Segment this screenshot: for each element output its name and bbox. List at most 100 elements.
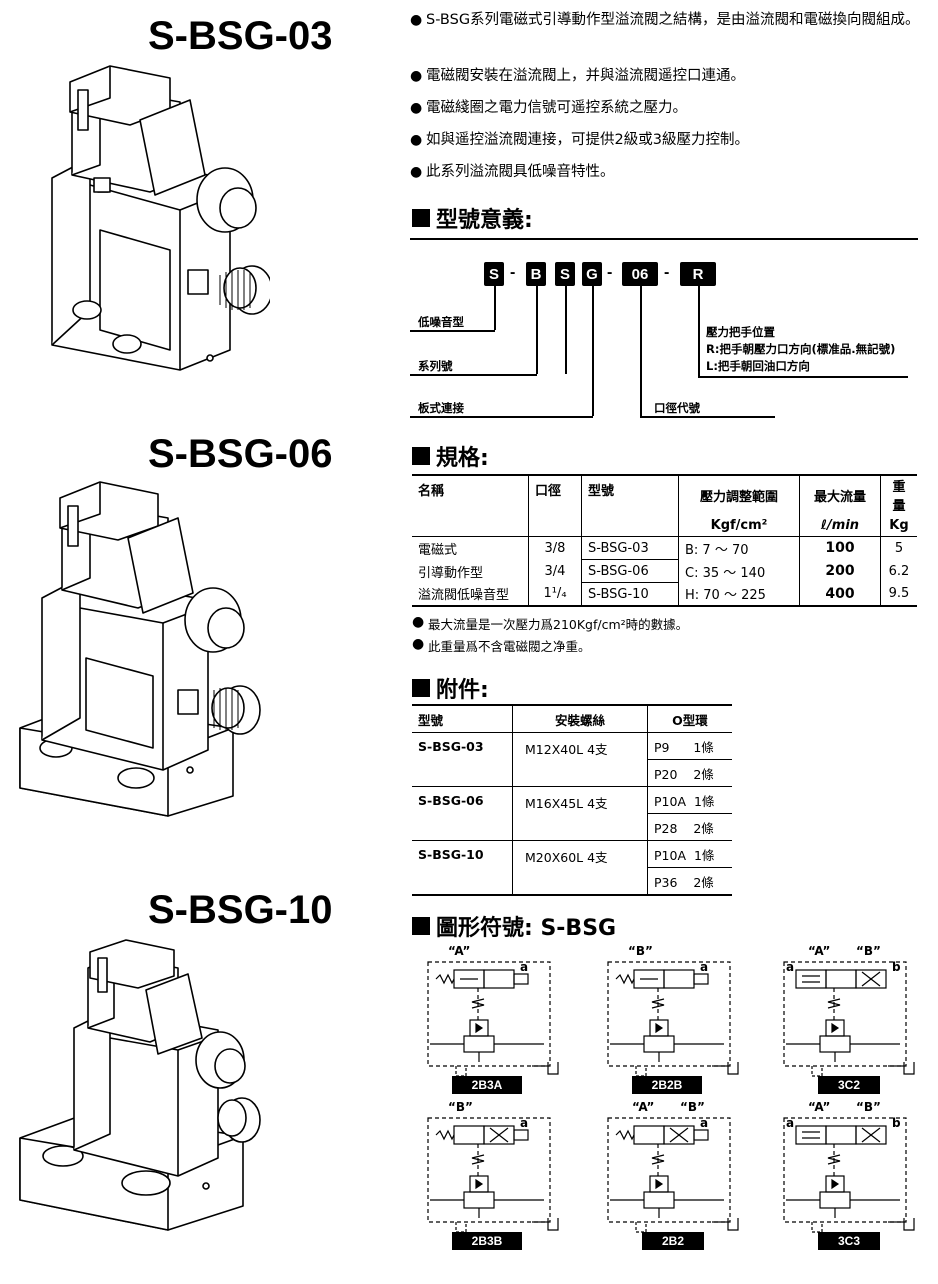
connector-line	[410, 330, 495, 332]
label-series: 系列號	[418, 359, 453, 373]
spec-model: S-BSG-10	[581, 582, 679, 606]
valve-illustration-06	[19, 481, 261, 817]
table-row: S-BSG-10 M20X60L 4支 P10A 1條	[412, 840, 732, 895]
connector-line	[698, 286, 700, 376]
connector-line	[640, 286, 642, 416]
heading-text: 規格:	[436, 446, 489, 471]
table-row: 溢流閥低噪音型 1¹/₄ S-BSG-10 H: 70 ～ 225 400 9.…	[412, 582, 917, 606]
spec-heading: 規格:	[412, 440, 489, 472]
model-code-heading: 型號意義:	[412, 202, 533, 234]
hydraulic-schematic	[607, 1117, 739, 1233]
port-label: “B”	[628, 944, 653, 958]
acc-model: S-BSG-03	[418, 739, 484, 754]
connector-line	[698, 376, 908, 378]
code-part-b: B	[526, 262, 546, 286]
acc-oring: P20 2條	[647, 759, 732, 787]
label-low-noise: 低噪音型	[418, 315, 464, 329]
acc-oring: P36 2條	[647, 867, 732, 895]
port-label: “B”	[856, 1100, 881, 1114]
spec-pressure: H: 70 ～ 225	[678, 582, 800, 606]
acc-screw: M20X60L 4支	[512, 840, 648, 895]
spec-bore: 1¹/₄	[528, 582, 582, 606]
connector-line	[494, 286, 496, 330]
bullet-text: 此系列溢流閥具低噪音特性。	[426, 164, 615, 180]
spec-name-line: 溢流閥低噪音型	[418, 588, 510, 604]
spec-weight: 6.2	[880, 559, 917, 583]
model-title-03: S-BSG-03	[148, 14, 333, 58]
spec-header-name: 名稱	[418, 484, 445, 499]
spec-name-line: 電磁式	[418, 542, 458, 558]
code-dash: -	[664, 264, 670, 281]
symbol-code-label: 3C3	[818, 1232, 880, 1250]
port-label: “A”	[808, 944, 831, 958]
code-part-handle: R	[680, 262, 716, 286]
bullet-item: ●電磁閥安裝在溢流閥上，并與溢流閥遥控口連通。	[410, 66, 930, 86]
port-label: “B”	[856, 944, 881, 958]
label-handle-l: L:把手朝回油口方向	[706, 359, 810, 373]
heading-text: 型號意義:	[436, 208, 533, 233]
spec-header-weight: 重量	[880, 475, 917, 514]
spec-flow: 100	[799, 536, 881, 560]
spec-weight: 9.5	[880, 582, 917, 606]
acc-oring: P9 1條	[647, 732, 732, 760]
acc-header-screw: 安裝螺絲	[512, 705, 648, 733]
spec-note: ●最大流量是一次壓力爲210Kgf/cm²時的數據。	[412, 614, 688, 633]
bullet-text: 如與遥控溢流閥連接，可提供2級或3級壓力控制。	[426, 132, 749, 148]
solenoid-mark-a: a	[786, 960, 795, 974]
bullet-text: 電磁閥安裝在溢流閥上，并與溢流閥遥控口連通。	[426, 68, 745, 84]
hydraulic-schematic	[783, 961, 915, 1077]
label-handle-title: 壓力把手位置	[706, 325, 775, 339]
accessories-heading: 附件:	[412, 672, 489, 704]
symbol-code-label: 2B2B	[632, 1076, 702, 1094]
spec-weight: 5	[880, 536, 917, 560]
port-label: “A”	[808, 1100, 831, 1114]
connector-line	[410, 374, 537, 376]
bullet-item: ●如與遥控溢流閥連接，可提供2級或3級壓力控制。	[410, 130, 930, 150]
heading-square-icon	[412, 917, 430, 935]
heading-square-icon	[412, 209, 430, 227]
model-title-06: S-BSG-06	[148, 432, 333, 476]
acc-model: S-BSG-06	[418, 793, 484, 808]
acc-header-oring: O型環	[647, 705, 732, 733]
spec-unit-pressure: Kgf/cm²	[678, 514, 800, 537]
bullet-dot-icon: ●	[410, 132, 423, 148]
heading-square-icon	[412, 447, 430, 465]
symbol-code-label: 2B3B	[452, 1232, 522, 1250]
connector-line	[592, 286, 594, 416]
code-part-size: 06	[622, 262, 658, 286]
port-label: “B”	[680, 1100, 705, 1114]
bullet-text: S-BSG系列電磁式引導動作型溢流閥之結構，是由溢流閥和電磁換向閥組成。	[426, 12, 920, 28]
spec-model: S-BSG-06	[581, 559, 679, 583]
bullet-dot-icon: ●	[410, 100, 423, 116]
bullet-dot-icon: ●	[412, 636, 425, 652]
spec-bore: 3/4	[528, 559, 582, 583]
bullet-item: ●S-BSG系列電磁式引導動作型溢流閥之結構，是由溢流閥和電磁換向閥組成。	[410, 10, 930, 30]
acc-header-model: 型號	[418, 712, 444, 728]
symbols-heading: 圖形符號: S-BSG	[412, 910, 616, 942]
connector-line	[640, 416, 775, 418]
label-plate: 板式連接	[418, 401, 464, 415]
table-row: 引導動作型 3/4 S-BSG-06 C: 35 ～ 140 200 6.2	[412, 559, 917, 583]
spec-header-model: 型號	[581, 475, 679, 537]
spec-note: ●此重量爲不含電磁閥之净重。	[412, 636, 591, 655]
spec-name-line: 引導動作型	[418, 565, 484, 581]
connector-line	[565, 286, 567, 374]
valve-illustration-03	[51, 65, 270, 371]
spec-pressure: C: 35 ～ 140	[678, 559, 800, 583]
spec-unit-flow: ℓ/min	[799, 514, 881, 537]
code-part-g: G	[582, 262, 602, 286]
spec-header-pressure: 壓力調整範圍	[678, 475, 800, 514]
solenoid-mark-a: a	[700, 1116, 709, 1130]
model-title-10: S-BSG-10	[148, 888, 333, 932]
hydraulic-schematic	[427, 961, 559, 1077]
table-row: S-BSG-06 M16X45L 4支 P10A 1條	[412, 786, 732, 841]
acc-oring: P28 2條	[647, 813, 732, 841]
note-text: 最大流量是一次壓力爲210Kgf/cm²時的數據。	[428, 617, 689, 632]
spec-header-flow: 最大流量	[799, 475, 881, 514]
port-label: “A”	[448, 944, 471, 958]
